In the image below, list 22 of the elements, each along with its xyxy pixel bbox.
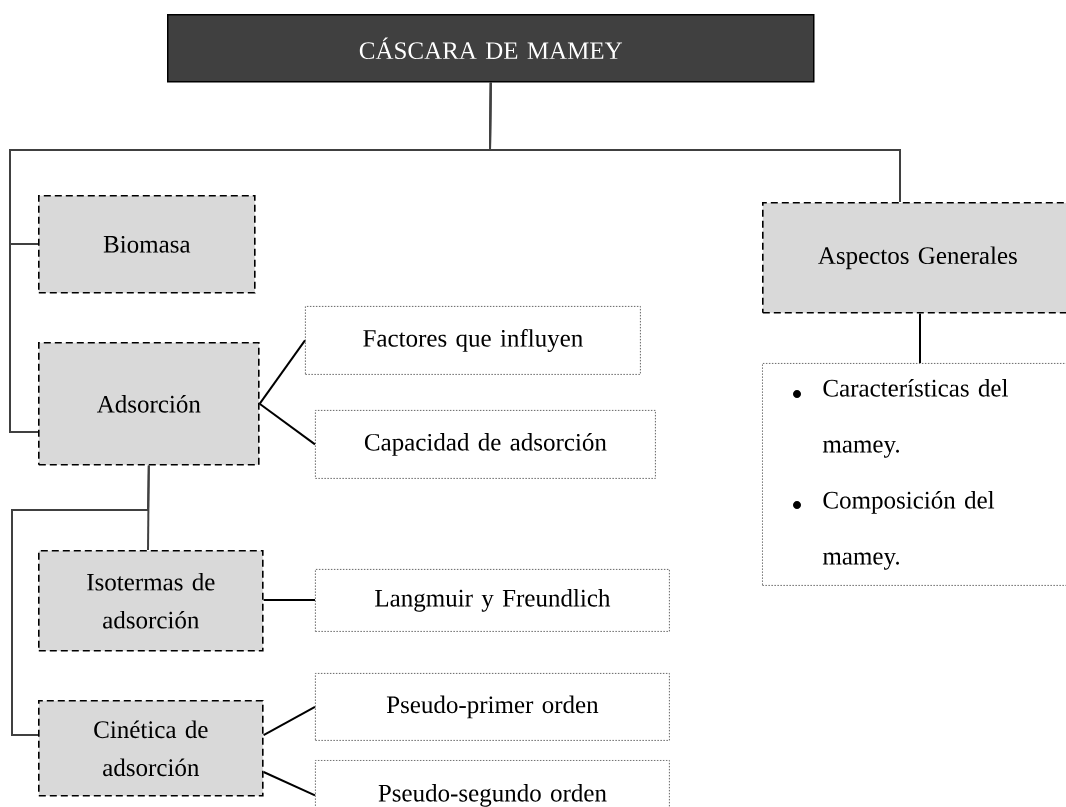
connector-line [258, 339, 306, 405]
connector-line [11, 464, 150, 736]
connector-line [919, 312, 921, 364]
connector-line [262, 771, 316, 797]
subtopic-box: Pseudo-primer orden [315, 673, 670, 741]
subtopic-box: Factores que influyen [305, 306, 641, 375]
subtopic-box: Pseudo-segundo orden [315, 760, 670, 807]
connector-line [258, 402, 316, 446]
list-box [762, 363, 1066, 586]
subtopic-box: Langmuir y Freundlich [315, 569, 670, 632]
connector-line [489, 81, 901, 203]
subtopic-box: Capacidad de adsorción [315, 410, 656, 479]
topic-box: Aspectos Generales [762, 202, 1066, 314]
topic-box: Adsorción [38, 342, 260, 466]
list-item: Composición del mamey. [822, 491, 995, 570]
title-box: CÁSCARA DE MAMEY [167, 14, 815, 83]
connector-line [262, 705, 316, 736]
topic-box: Biomasa [38, 195, 256, 294]
list-item: Características del mamey. [822, 379, 1008, 458]
topic-box: Isotermas de adsorción [38, 550, 264, 652]
connector-line [262, 599, 316, 601]
topic-box: Cinética de adsorción [38, 700, 264, 797]
